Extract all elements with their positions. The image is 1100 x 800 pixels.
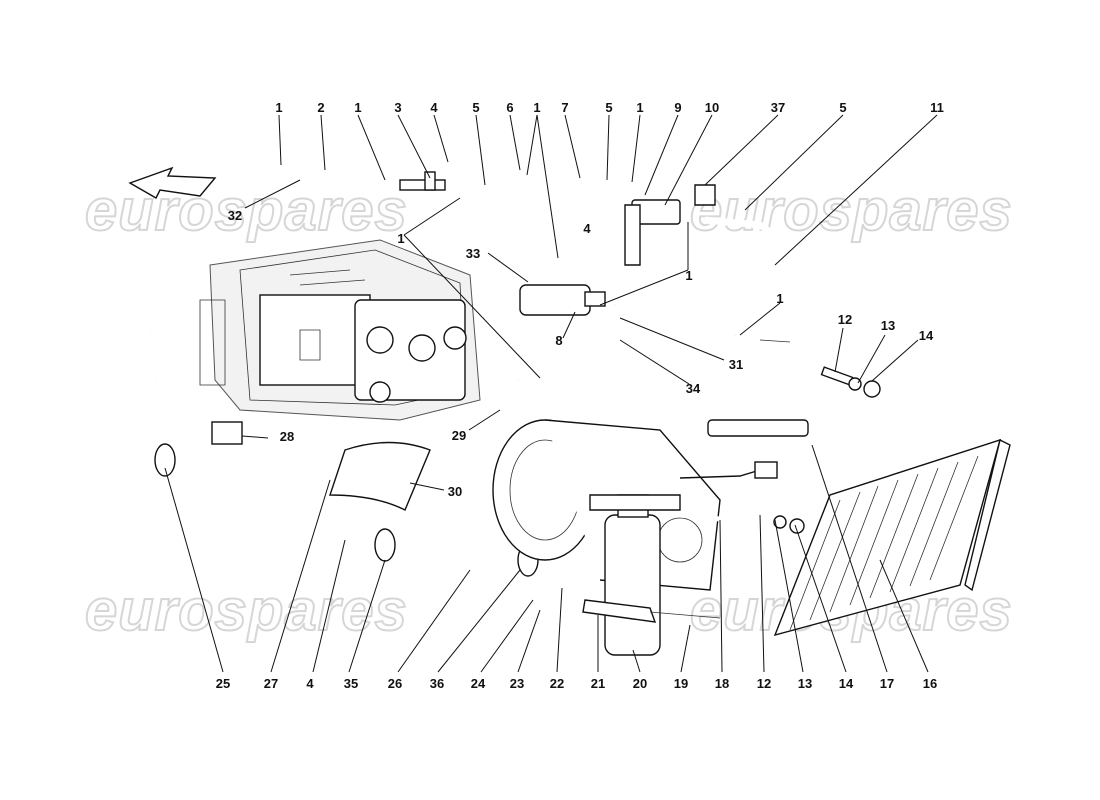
callout-label: 10 bbox=[705, 100, 719, 115]
callout-label: 5 bbox=[605, 100, 612, 115]
direction-arrow-icon bbox=[128, 166, 217, 199]
callout-label: 27 bbox=[264, 676, 278, 691]
callout-label: 22 bbox=[550, 676, 564, 691]
callout-label: 25 bbox=[216, 676, 230, 691]
callout-label: 21 bbox=[591, 676, 605, 691]
callout-label: 4 bbox=[430, 100, 438, 115]
callout-label: 37 bbox=[771, 100, 785, 115]
callout-label: 1 bbox=[636, 100, 643, 115]
upper-hose-assembly bbox=[289, 171, 782, 422]
callout-label: 26 bbox=[388, 676, 402, 691]
callout-label: 35 bbox=[344, 676, 358, 691]
heater-unit bbox=[199, 239, 481, 421]
callout-label: 1 bbox=[533, 100, 540, 115]
callout-label: 7 bbox=[561, 100, 568, 115]
callout-label: 33 bbox=[466, 246, 480, 261]
callout-label: 20 bbox=[633, 676, 647, 691]
callout-label: 9 bbox=[674, 100, 681, 115]
watermark-top-left: eurospares bbox=[85, 178, 408, 243]
callout-label: 11 bbox=[930, 100, 944, 115]
callout-label: 3 bbox=[394, 100, 401, 115]
callout-label: 18 bbox=[715, 676, 729, 691]
callout-label: 5 bbox=[839, 100, 846, 115]
callout-label: 1 bbox=[776, 291, 783, 306]
callout-label: 1 bbox=[275, 100, 282, 115]
leader-lines bbox=[164, 114, 938, 673]
condenser bbox=[773, 438, 1011, 637]
callout-label: 36 bbox=[430, 676, 444, 691]
watermark-bottom-left: eurospares bbox=[85, 578, 408, 643]
callout-label: 31 bbox=[729, 357, 743, 372]
callout-label: 13 bbox=[798, 676, 812, 691]
watermark-top-right: eurospares bbox=[690, 178, 1013, 243]
callout-label: 5 bbox=[472, 100, 479, 115]
callout-label: 1 bbox=[397, 231, 404, 246]
receiver-drier bbox=[582, 494, 721, 656]
callout-label: 4 bbox=[306, 676, 314, 691]
callout-label: 8 bbox=[555, 333, 562, 348]
callout-label: 2 bbox=[317, 100, 324, 115]
callout-label: 6 bbox=[506, 100, 513, 115]
watermark-bottom-right: eurospares bbox=[690, 578, 1013, 643]
callout-label: 14 bbox=[919, 328, 934, 343]
callout-label: 12 bbox=[757, 676, 771, 691]
fastener-set-upper bbox=[759, 339, 881, 398]
callout-label: 1 bbox=[685, 268, 692, 283]
callout-label: 19 bbox=[674, 676, 688, 691]
callout-label: 1 bbox=[354, 100, 361, 115]
callout-label: 16 bbox=[923, 676, 937, 691]
callout-label: 32 bbox=[228, 208, 242, 223]
callout-label: 14 bbox=[839, 676, 854, 691]
watermark-layer: eurospares eurospares eurospares eurospa… bbox=[84, 177, 1013, 644]
callout-label: 12 bbox=[838, 312, 852, 327]
callout-label: 17 bbox=[880, 676, 894, 691]
callout-label: 29 bbox=[452, 428, 466, 443]
right-pipe-assembly bbox=[679, 419, 1031, 534]
callout-label: 23 bbox=[510, 676, 524, 691]
callout-labels: 1 2 1 3 4 5 6 1 7 5 1 9 10 37 5 11 32 1 … bbox=[216, 100, 944, 691]
callout-label: 28 bbox=[280, 429, 294, 444]
callout-label: 30 bbox=[448, 484, 462, 499]
callout-label: 34 bbox=[686, 381, 701, 396]
part-28-block bbox=[211, 421, 243, 445]
callout-label: 4 bbox=[583, 221, 591, 236]
part-30-shield bbox=[329, 441, 431, 511]
callout-label: 13 bbox=[881, 318, 895, 333]
callout-label: 24 bbox=[471, 676, 486, 691]
